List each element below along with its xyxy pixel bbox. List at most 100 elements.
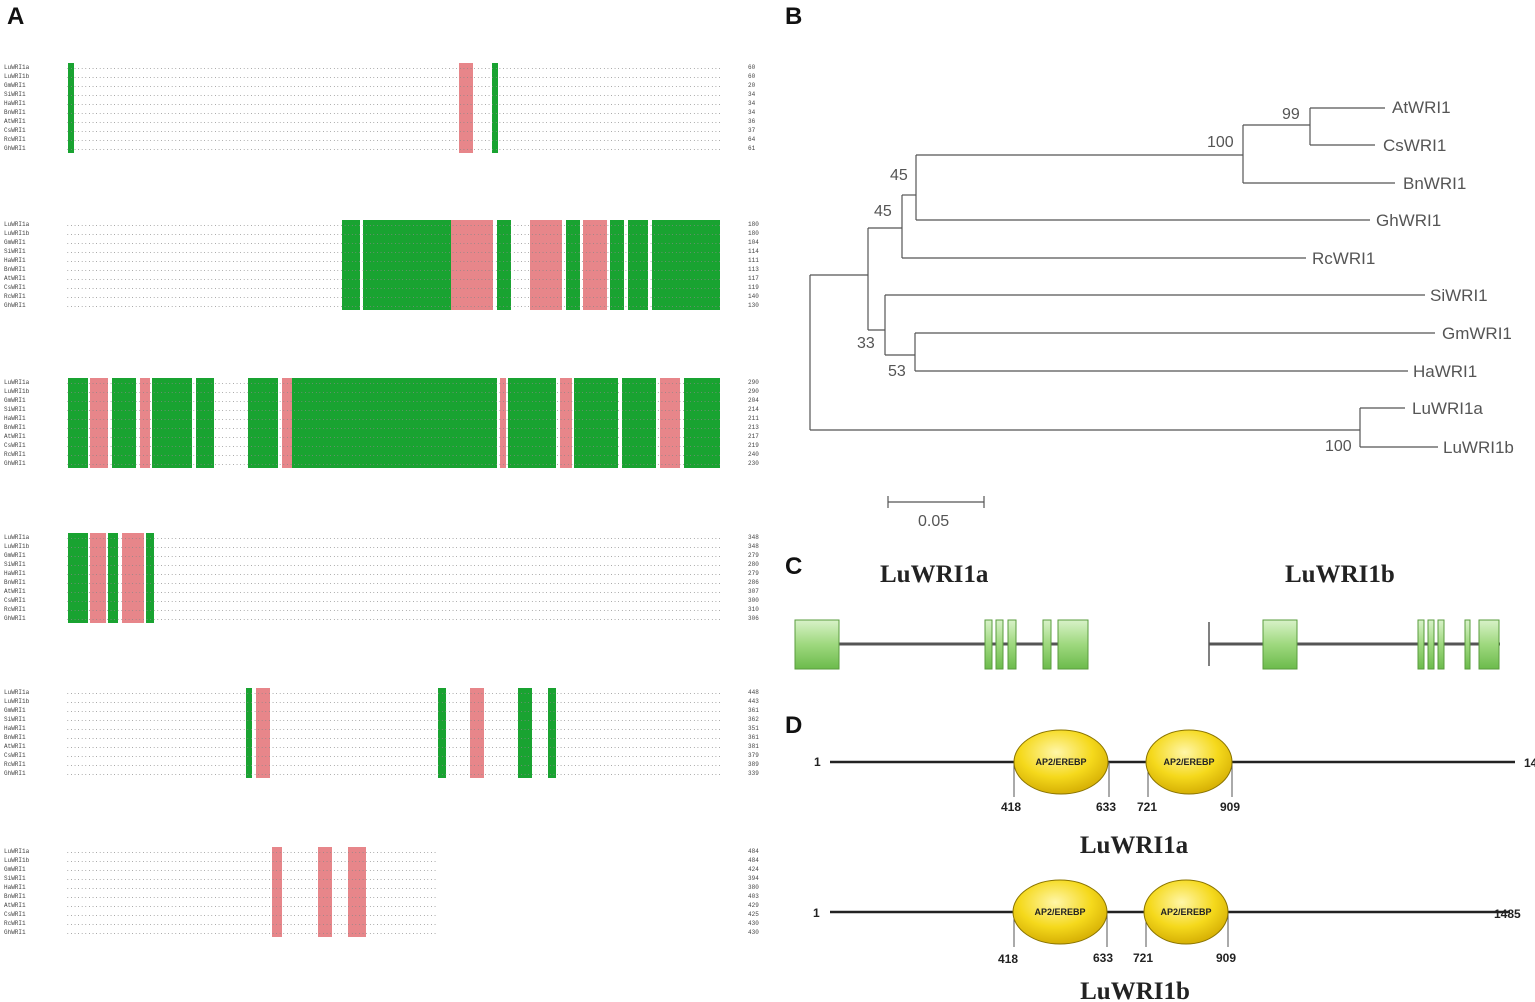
conserved-column (622, 378, 656, 468)
similar-column (90, 533, 106, 623)
conserved-column (112, 378, 136, 468)
alignment-block: LuWRI1a.................................… (0, 533, 780, 623)
conserved-column (68, 63, 74, 153)
similar-column (140, 378, 150, 468)
sequence-end-position: 307 (748, 588, 759, 595)
sequence-residues: ........................................… (66, 848, 436, 855)
similar-column (282, 378, 292, 468)
sequence-name: RcWRI1 (4, 451, 26, 458)
sequence-name: BnWRI1 (4, 734, 26, 741)
conserved-column (68, 533, 88, 623)
alignment-row: RcWRI1..................................… (0, 135, 780, 144)
conserved-column (652, 220, 720, 310)
alignment-row: GmWRI1..................................… (0, 396, 780, 405)
sequence-end-position: 430 (748, 929, 759, 936)
alignment-row: GmWRI1..................................… (0, 706, 780, 715)
sequence-end-position: 34 (748, 109, 756, 116)
protein-a: 1 1482 AP2/EREBP AP2/EREBP 418 633 721 9… (814, 729, 1535, 859)
sequence-end-position: 34 (748, 100, 756, 107)
conserved-column (518, 688, 532, 778)
scale-bar-label: 0.05 (918, 513, 949, 530)
sequence-name: LuWRI1b (4, 230, 30, 237)
bootstrap-value: 53 (888, 363, 906, 380)
sequence-name: HaWRI1 (4, 884, 26, 891)
position-label: 418 (1001, 800, 1021, 814)
sequence-name: SiWRI1 (4, 91, 26, 98)
sequence-end-position: 379 (748, 752, 759, 759)
gene-title-b: LuWRI1b (1285, 561, 1395, 588)
alignment-row: HaWRI1..................................… (0, 724, 780, 733)
sequence-name: GhWRI1 (4, 302, 26, 309)
sequence-residues: ........................................… (66, 570, 721, 577)
sequence-name: LuWRI1a (4, 848, 30, 855)
sequence-residues: ........................................… (66, 866, 436, 873)
alignment-row: CsWRI1..................................… (0, 751, 780, 760)
sequence-name: LuWRI1a (4, 379, 30, 386)
sequence-residues: ........................................… (66, 302, 721, 309)
alignment-row: BnWRI1..................................… (0, 578, 780, 587)
sequence-name: LuWRI1a (4, 221, 30, 228)
alignment-row: SiWRI1..................................… (0, 247, 780, 256)
position-label: 909 (1216, 951, 1236, 965)
sequence-name: CsWRI1 (4, 284, 26, 291)
alignment-block: LuWRI1a.................................… (0, 688, 780, 778)
alignment-row: GhWRI1..................................… (0, 769, 780, 778)
alignment-row: HaWRI1..................................… (0, 569, 780, 578)
bootstrap-value: 100 (1325, 438, 1352, 455)
sequence-residues: ........................................… (66, 136, 721, 143)
sequence-name: LuWRI1b (4, 388, 30, 395)
sequence-name: HaWRI1 (4, 415, 26, 422)
alignment-row: SiWRI1..................................… (0, 715, 780, 724)
sequence-end-position: 380 (748, 884, 759, 891)
alignment-row: RcWRI1..................................… (0, 605, 780, 614)
sequence-residues: ........................................… (66, 442, 721, 449)
sequence-end-position: 104 (748, 239, 759, 246)
sequence-end-position: 111 (748, 257, 759, 264)
sequence-name: CsWRI1 (4, 127, 26, 134)
conserved-column (146, 533, 154, 623)
sequence-end-position: 180 (748, 230, 759, 237)
domain-label: AP2/EREBP (1035, 757, 1086, 767)
gene-title-a: LuWRI1a (880, 561, 989, 588)
sequence-residues: ........................................… (66, 100, 721, 107)
ap2-domain-1 (1012, 879, 1108, 945)
sequence-name: GmWRI1 (4, 397, 26, 404)
similar-column (272, 847, 282, 937)
sequence-name: HaWRI1 (4, 570, 26, 577)
sequence-residues: ........................................… (66, 875, 436, 882)
sequence-residues: ........................................… (66, 379, 721, 386)
sequence-name: GhWRI1 (4, 460, 26, 467)
sequence-name: CsWRI1 (4, 597, 26, 604)
alignment-row: CsWRI1..................................… (0, 283, 780, 292)
conserved-column (152, 378, 192, 468)
sequence-name: RcWRI1 (4, 606, 26, 613)
sequence-residues: ........................................… (66, 561, 721, 568)
sequence-name: SiWRI1 (4, 716, 26, 723)
alignment-row: CsWRI1..................................… (0, 126, 780, 135)
alignment-block: LuWRI1a.................................… (0, 847, 780, 937)
sequence-end-position: 60 (748, 64, 756, 71)
alignment-row: LuWRI1b.................................… (0, 72, 780, 81)
sequence-name: LuWRI1b (4, 543, 30, 550)
sequence-name: RcWRI1 (4, 136, 26, 143)
sequence-residues: ........................................… (66, 752, 721, 759)
sequence-name: LuWRI1a (4, 689, 30, 696)
alignment-block: LuWRI1a.................................… (0, 220, 780, 310)
sequence-residues: ........................................… (66, 698, 721, 705)
similar-column (90, 378, 108, 468)
sequence-name: GmWRI1 (4, 552, 26, 559)
taxon-label: LuWRI1b (1443, 438, 1514, 457)
bootstrap-value: 33 (857, 335, 875, 352)
panel-label-c: C (785, 553, 803, 580)
sequence-residues: ........................................… (66, 579, 721, 586)
sequence-end-position: 36 (748, 118, 756, 125)
sequence-end-position: 430 (748, 920, 759, 927)
sequence-residues: ........................................… (66, 770, 721, 777)
alignment-row: LuWRI1b.................................… (0, 697, 780, 706)
sequence-name: GhWRI1 (4, 145, 26, 152)
sequence-end-position: 230 (748, 460, 759, 467)
alignment-row: LuWRI1b.................................… (0, 856, 780, 865)
sequence-name: SiWRI1 (4, 561, 26, 568)
sequence-residues: ........................................… (66, 893, 436, 900)
similar-column (256, 688, 270, 778)
